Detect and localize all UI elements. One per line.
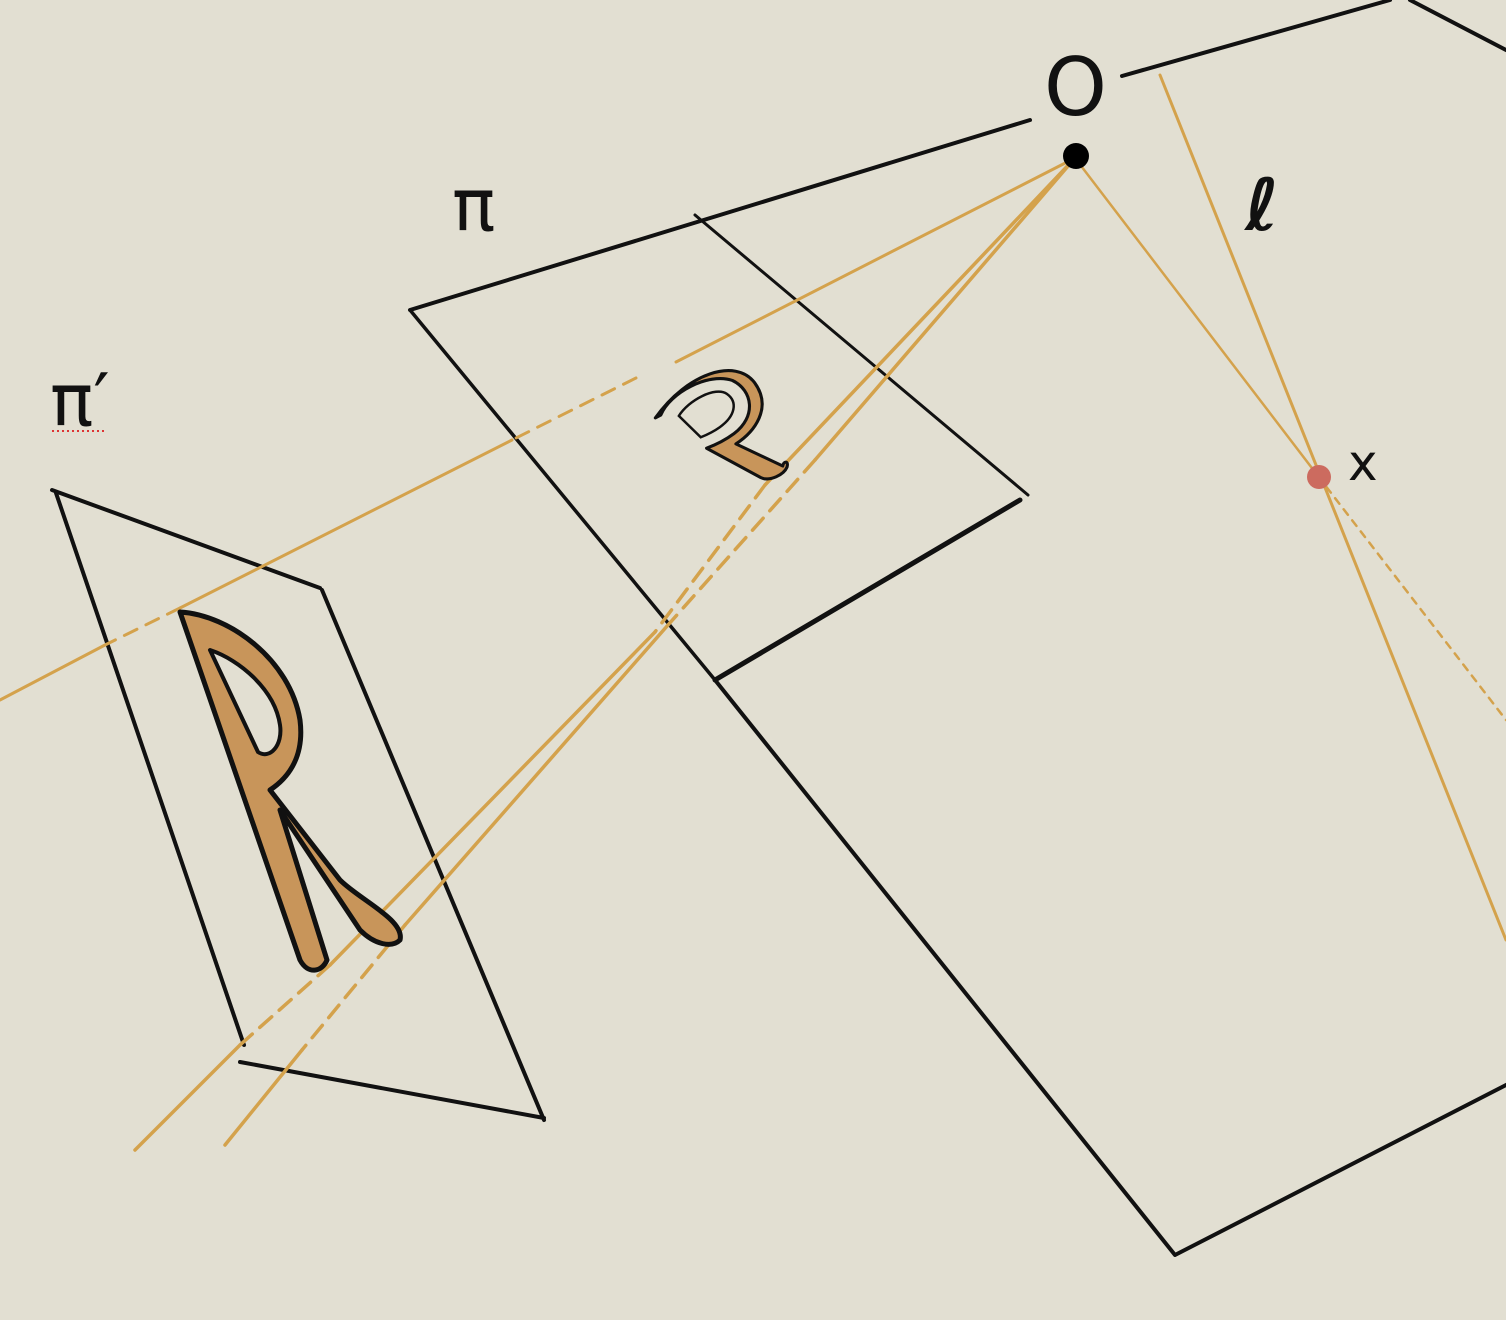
glyph-r-pi-prime-counter [208, 648, 283, 756]
label-center-o: O [1044, 41, 1107, 134]
glyph-r-on-pi-prime [177, 609, 403, 973]
ray-2-mid [403, 623, 670, 927]
glyph-r-pi-shape [653, 369, 789, 481]
plane-through-center [408, 0, 1506, 1257]
ray-top [674, 156, 1077, 364]
plane-pi-prime-edge-top [50, 488, 322, 590]
plane-edge-top-right [1120, 0, 1392, 78]
ray-top-end [0, 643, 107, 702]
ray-top-dashed-2 [103, 606, 182, 647]
ray-1-end [133, 1043, 242, 1152]
plane-edge-top-left [408, 118, 1032, 312]
plane-pi-prime [50, 488, 546, 1122]
center-point-o [1063, 143, 1089, 169]
label-point-x: x [1348, 434, 1378, 492]
label-plane-pi-prime: π′ [50, 358, 110, 442]
plane-pi-prime-edge-left [54, 491, 246, 1047]
ray-top-dashed-1 [510, 376, 638, 442]
ray-o-to-x-extension [1316, 474, 1506, 722]
point-x [1307, 465, 1331, 489]
ray-1-solid [763, 156, 1077, 487]
ray-top-mid [178, 438, 514, 610]
plane-edge-right [1408, 0, 1506, 52]
projection-rays [0, 156, 1077, 1152]
ray-2-dashed [666, 458, 817, 627]
plane-pi-edge-right [693, 213, 1030, 497]
glyph-r-pi-counter [677, 390, 735, 439]
label-line-l: ℓ [1244, 163, 1279, 247]
glyph-r-pi-prime-shape [177, 609, 403, 973]
ray-2-solid [813, 156, 1077, 462]
plane-pi-prime-edge-right [320, 588, 546, 1122]
line-l-group [1073, 73, 1506, 942]
ray-2-end [223, 1048, 304, 1147]
ray-1-dashed [653, 483, 767, 634]
plane-pi-prime-edge-bottom [238, 1060, 546, 1120]
plane-edge-bottom [713, 678, 1506, 1257]
line-l [1158, 73, 1506, 942]
glyph-r-on-pi [653, 369, 789, 481]
ray-1-dashed-2 [238, 963, 332, 1047]
ray-1-mid [328, 630, 657, 967]
plane-pi-edge-bottom [712, 497, 1023, 683]
label-plane-pi: π [452, 163, 495, 247]
ray-o-to-x [1073, 156, 1320, 478]
